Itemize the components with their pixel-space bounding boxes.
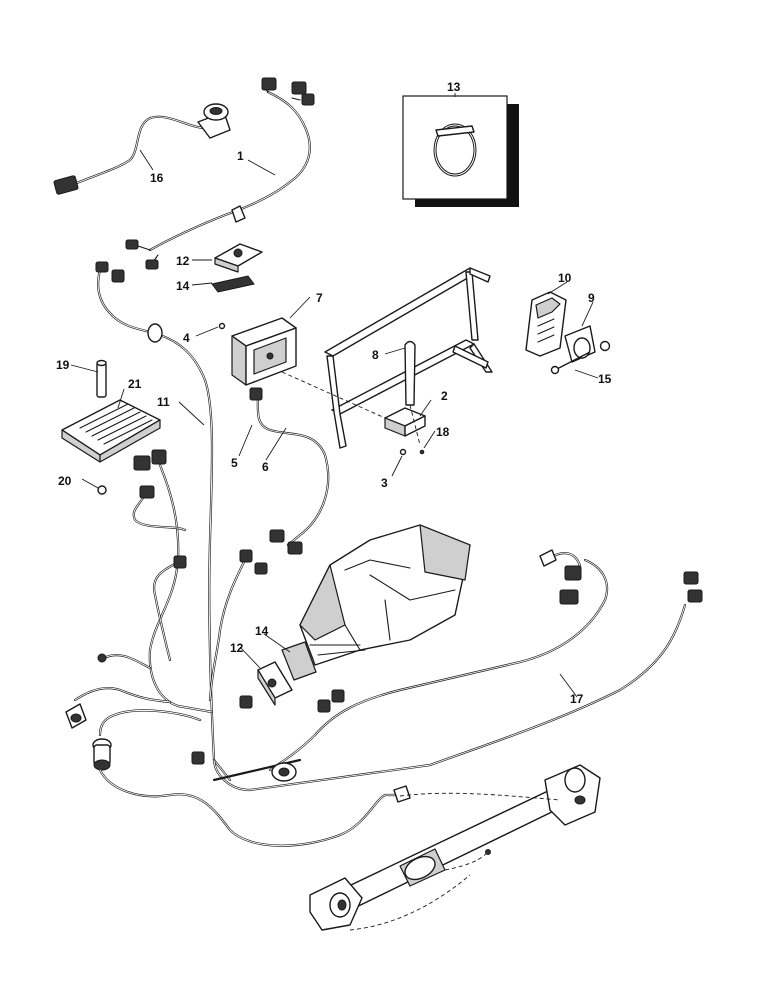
callout-label: 12: [230, 641, 244, 655]
callout-label: 10: [558, 271, 572, 285]
harness-16: [53, 103, 231, 195]
callout-label: 20: [58, 474, 72, 488]
connector-1d: [125, 239, 139, 250]
dashed-alignment-line: [281, 371, 386, 419]
frame-bracket-8: [324, 267, 493, 449]
connector-17b: [687, 589, 703, 603]
connector-lower-d: [239, 695, 253, 709]
module-7: [218, 317, 297, 386]
callout-label: 14: [255, 624, 269, 638]
grommet: [147, 323, 163, 343]
sensor-plug-lower: [92, 738, 112, 771]
connector-1e: [145, 259, 159, 270]
connector-lower-a: [173, 555, 187, 569]
clamp-2: [384, 407, 426, 437]
connector-1a: [261, 77, 277, 91]
connector-21a: [133, 455, 151, 471]
connector-21b: [151, 449, 167, 465]
screw-4: [218, 322, 226, 330]
pad-14-upper: [211, 275, 255, 293]
connector-17c: [564, 565, 582, 581]
display-10: [525, 291, 567, 357]
strap-13-box: [402, 95, 519, 207]
harness-1-clip: [231, 205, 246, 223]
connector-17e: [539, 549, 557, 567]
callout-label: 19: [56, 358, 70, 372]
harness-1: [125, 77, 315, 270]
connector-11b: [111, 269, 125, 283]
callout-label: 17: [570, 692, 584, 706]
connector-1c: [301, 93, 315, 106]
harness-16-connector: [53, 175, 79, 195]
connector-lower-e: [191, 751, 205, 765]
connector-lower-f: [317, 699, 331, 713]
connector-21c: [139, 485, 155, 499]
connector-17d: [559, 589, 579, 605]
harness-lower-loop: [98, 549, 703, 847]
callout-label: 5: [231, 456, 238, 470]
callout-label: 18: [436, 425, 450, 439]
callout-label: 1: [237, 149, 244, 163]
controller-21: [61, 399, 161, 463]
callout-label: 11: [157, 395, 170, 409]
pin-19: [96, 359, 107, 398]
switch-12-lower: [257, 661, 293, 706]
callout-label: 4: [183, 331, 190, 345]
callout-label: 3: [381, 476, 388, 490]
connector-lower-g: [331, 689, 345, 703]
callout-labels: 1 2 3 4 5 6 7 8 9 10 11 12 12 13 14 14 1…: [56, 80, 612, 706]
leader-lines: [70, 93, 599, 698]
round-plug-lower: [271, 762, 297, 782]
callout-label: 2: [441, 389, 448, 403]
switch-12-upper: [214, 243, 263, 273]
callout-label: 9: [588, 291, 595, 305]
connector-11a: [95, 261, 109, 273]
callout-label: 14: [176, 279, 190, 293]
connector-6a: [269, 529, 285, 543]
ring-terminal: [97, 653, 107, 663]
sensor-plug-upper: [65, 703, 87, 729]
harness-5-6: [249, 387, 330, 555]
screw-18: [419, 449, 425, 455]
callout-label: 16: [150, 171, 164, 185]
callout-label: 21: [128, 377, 142, 391]
callout-label: 13: [447, 80, 461, 94]
harness-11: [95, 261, 232, 782]
harness-lower-left: [65, 449, 268, 771]
connector-1b: [291, 81, 307, 95]
screw-3: [399, 448, 407, 456]
callout-label: 7: [316, 291, 323, 305]
connector-lower-c: [254, 562, 268, 575]
connector-6b: [287, 541, 303, 555]
connector-lower-b: [239, 549, 253, 563]
callout-label: 6: [262, 460, 269, 474]
connector-5: [249, 387, 263, 401]
nut-20: [97, 485, 107, 495]
hydraulic-cylinder: [309, 764, 601, 931]
callout-label: 15: [598, 372, 612, 386]
connector-loop-end: [393, 785, 411, 803]
bolts-15: [550, 340, 611, 375]
callout-label: 8: [372, 348, 379, 362]
tray: [299, 524, 471, 666]
pad-14-lower: [281, 641, 317, 681]
round-socket-connector: [197, 103, 231, 139]
connector-17a: [683, 571, 699, 585]
callout-label: 12: [176, 254, 190, 268]
